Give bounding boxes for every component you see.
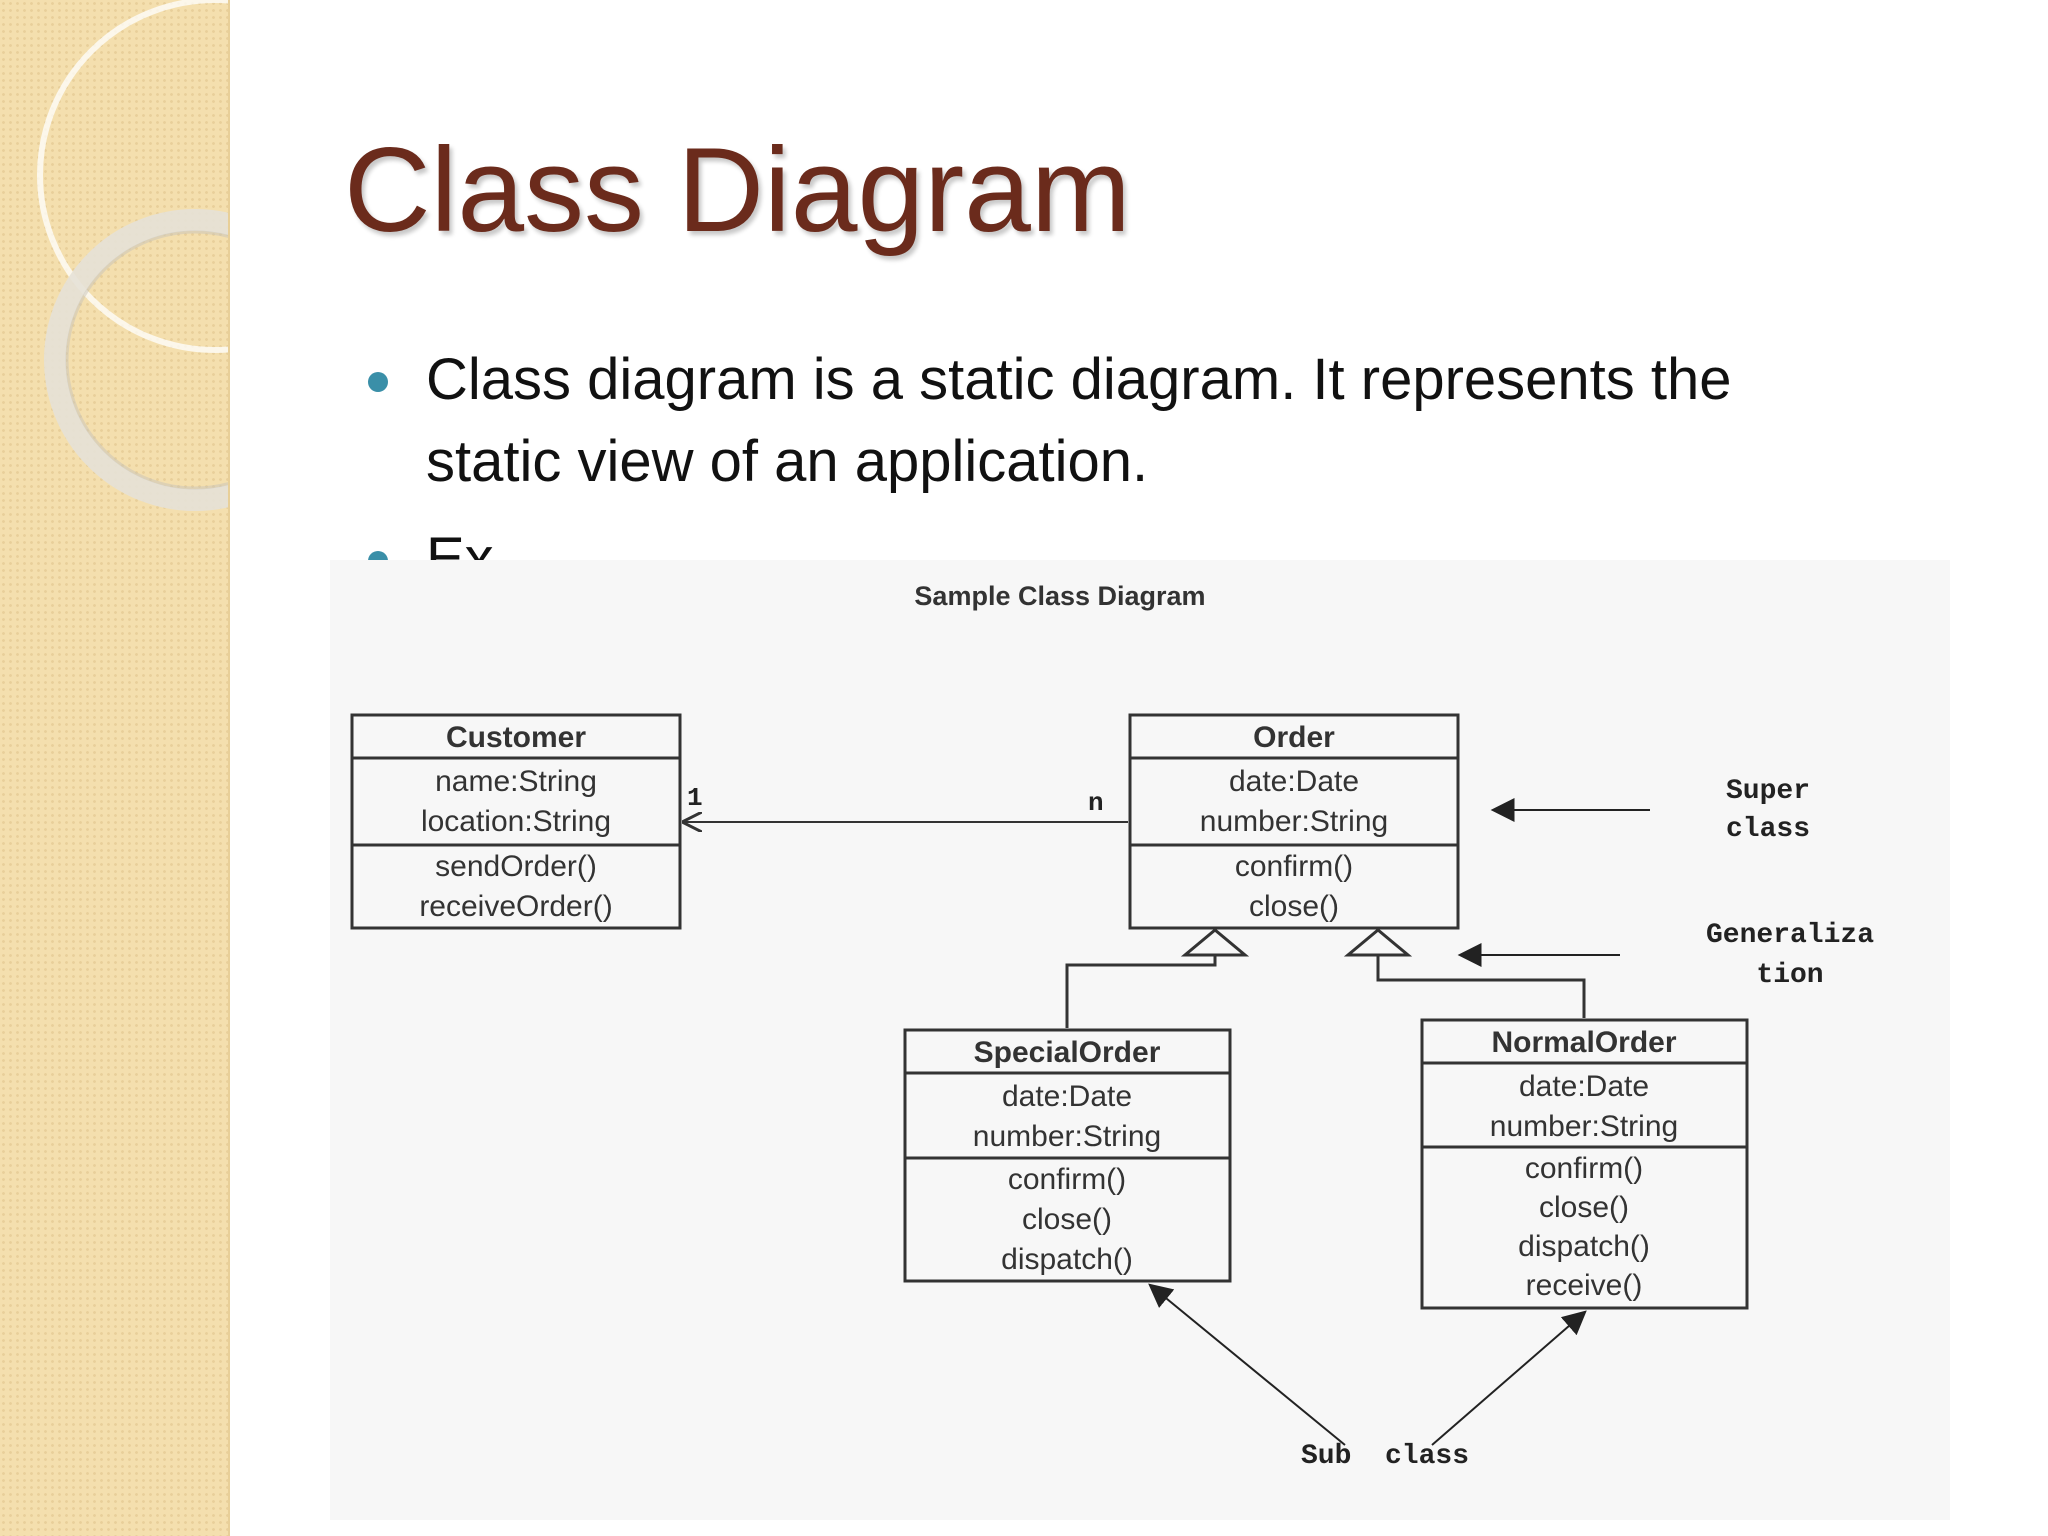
ring-small-edge	[65, 230, 228, 490]
annotation-generalization: Generaliza tion	[1457, 920, 1874, 991]
bullet-text-1b: static view of an application.	[426, 429, 1149, 494]
annotation-super-class: Super class	[1490, 776, 1810, 845]
class-order: Order date:Date number:String confirm() …	[1128, 713, 1460, 930]
annotation-sub-class: Sub class	[1148, 1283, 1587, 1472]
association-customer-order: 1 n	[684, 783, 1128, 822]
customer-method-receive: receiveOrder()	[419, 890, 612, 923]
special-attr-number: number:String	[973, 1120, 1161, 1153]
class-customer: Customer name:String location:String sen…	[350, 713, 682, 930]
special-attr-date: date:Date	[1002, 1080, 1132, 1113]
normal-attr-number: number:String	[1490, 1110, 1678, 1143]
order-attr-number: number:String	[1200, 805, 1388, 838]
side-panel	[0, 0, 230, 1536]
normal-method-confirm: confirm()	[1525, 1152, 1643, 1185]
normal-attr-date: date:Date	[1519, 1070, 1649, 1103]
class-normal-order: NormalOrder date:Date number:String conf…	[1420, 1018, 1749, 1310]
special-method-close: close()	[1022, 1203, 1112, 1236]
class-name-order: Order	[1253, 721, 1335, 754]
generalization-normal-order	[1343, 928, 1586, 1018]
diagram-caption: Sample Class Diagram	[914, 581, 1205, 611]
normal-method-dispatch: dispatch()	[1518, 1230, 1650, 1263]
multiplicity-customer: 1	[687, 783, 703, 813]
ring-small	[44, 209, 228, 511]
super-class-line2: class	[1726, 814, 1810, 845]
class-name-special-order: SpecialOrder	[974, 1036, 1161, 1069]
class-diagram-svg: Sample Class Diagram Customer name:Strin…	[350, 581, 1874, 1472]
generalization-special-order	[1065, 928, 1250, 1028]
bullet-dot-1	[368, 372, 388, 392]
generalization-line1: Generaliza	[1706, 920, 1874, 951]
ring-large	[37, 0, 228, 353]
normal-method-receive: receive()	[1526, 1269, 1643, 1302]
customer-method-send: sendOrder()	[435, 850, 597, 883]
class-special-order: SpecialOrder date:Date number:String con…	[903, 1028, 1232, 1283]
class-name-customer: Customer	[446, 721, 586, 754]
customer-attr-location: location:String	[421, 805, 611, 838]
order-method-close: close()	[1249, 890, 1339, 923]
multiplicity-order: n	[1088, 788, 1104, 818]
special-method-dispatch: dispatch()	[1001, 1243, 1133, 1276]
bullet-text-1a: Class diagram is a static diagram. It re…	[426, 347, 1732, 412]
customer-attr-name: name:String	[435, 765, 597, 798]
order-attr-date: date:Date	[1229, 765, 1359, 798]
class-name-normal-order: NormalOrder	[1491, 1026, 1676, 1059]
sub-class-label: Sub class	[1301, 1441, 1469, 1472]
super-class-line1: Super	[1726, 776, 1810, 807]
normal-method-close: close()	[1539, 1191, 1629, 1224]
generalization-line2: tion	[1756, 960, 1823, 991]
slide-title: Class Diagram	[344, 123, 1131, 257]
order-method-confirm: confirm()	[1235, 850, 1353, 883]
decorative-rings	[37, 0, 228, 511]
class-diagram: Sample Class Diagram Customer name:Strin…	[330, 560, 1950, 1520]
special-method-confirm: confirm()	[1008, 1163, 1126, 1196]
